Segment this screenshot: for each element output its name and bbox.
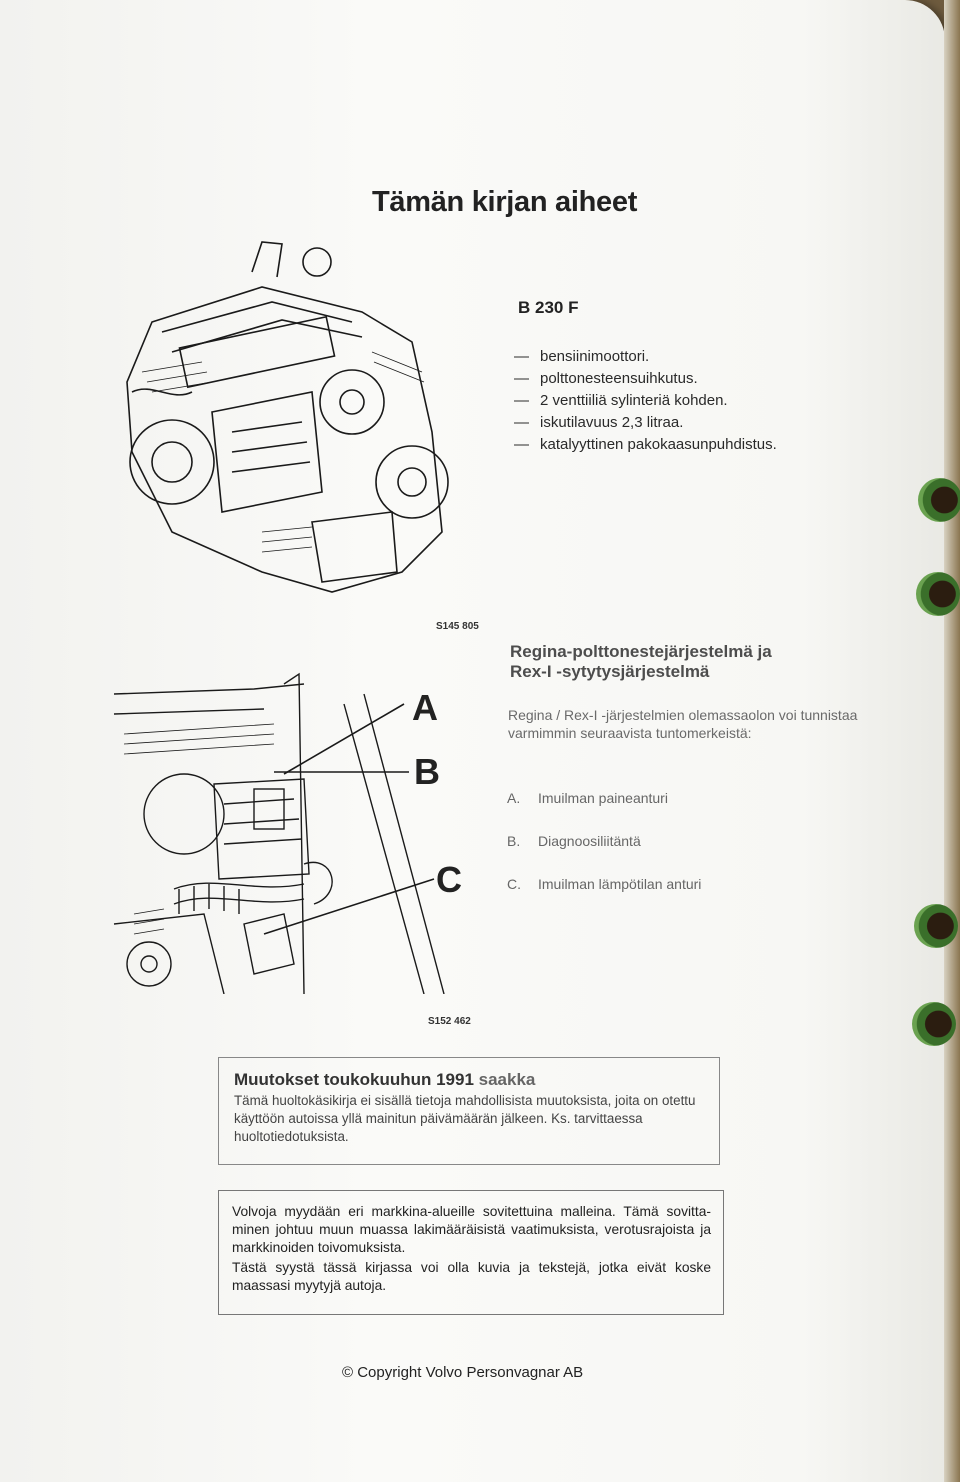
engine-figure-code: S145 805 bbox=[436, 621, 479, 632]
list-item: —bensiinimoottori. bbox=[514, 348, 650, 365]
engine-feature-list: —bensiinimoottori. —polttonesteensuihkut… bbox=[514, 346, 777, 456]
page-edge bbox=[944, 0, 960, 1482]
engine-illustration bbox=[126, 241, 449, 593]
callout-c: C bbox=[436, 859, 462, 900]
system-heading: Regina-polttonestejärjestelmä ja Rex-I -… bbox=[510, 642, 810, 682]
binder-hole bbox=[912, 1002, 956, 1046]
page-title: Tämän kirjan aiheet bbox=[372, 186, 638, 218]
copyright-notice: © Copyright Volvo Personvagnar AB bbox=[342, 1364, 584, 1381]
list-item: B.Diagnoosiliitäntä bbox=[507, 833, 641, 849]
engine-bay-figure-code: S152 462 bbox=[428, 1016, 471, 1027]
notice-heading: Muutokset toukokuuhun 1991 saakka bbox=[234, 1070, 536, 1089]
list-item: —katalyyttinen pakokaasunpuhdistus. bbox=[514, 436, 777, 453]
info-paragraph: Tästä syystä tässä kirjassa voi olla kuv… bbox=[232, 1260, 711, 1293]
list-item: —polttonesteensuihkutus. bbox=[514, 370, 698, 387]
list-item: C.Imuilman lämpötilan anturi bbox=[507, 876, 702, 892]
info-paragraph: Volvoja myydään eri markkina-alueille so… bbox=[232, 1204, 711, 1255]
info-box: Volvoja myydään eri markkina-alueille so… bbox=[218, 1190, 724, 1315]
notice-text: Tämä huoltokäsikirja ei sisällä tietoja … bbox=[234, 1093, 696, 1144]
binder-hole bbox=[918, 478, 960, 522]
list-item: —iskutilavuus 2,3 litraa. bbox=[514, 414, 684, 431]
component-list: A.Imuilman paineanturi B.Diagnoosiliitän… bbox=[507, 788, 701, 917]
callout-b: B bbox=[414, 751, 440, 792]
binder-hole bbox=[914, 904, 958, 948]
system-description: Regina / Rex-I -järjestelmien olemassaol… bbox=[508, 707, 858, 741]
list-item: A.Imuilman paineanturi bbox=[507, 790, 668, 806]
callout-a: A bbox=[412, 687, 438, 728]
engine-model: B 230 F bbox=[518, 298, 579, 317]
engine-bay-illustration: A B C bbox=[113, 672, 462, 994]
system-heading-line2: Rex-I -sytytysjärjestelmä bbox=[510, 662, 710, 681]
binder-hole bbox=[916, 572, 960, 616]
list-item: —2 venttiiliä sylinteriä kohden. bbox=[514, 392, 728, 409]
notice-box: Muutokset toukokuuhun 1991 saakka Tämä h… bbox=[218, 1057, 720, 1165]
system-heading-line1: Regina-polttonestejärjestelmä ja bbox=[510, 642, 772, 661]
